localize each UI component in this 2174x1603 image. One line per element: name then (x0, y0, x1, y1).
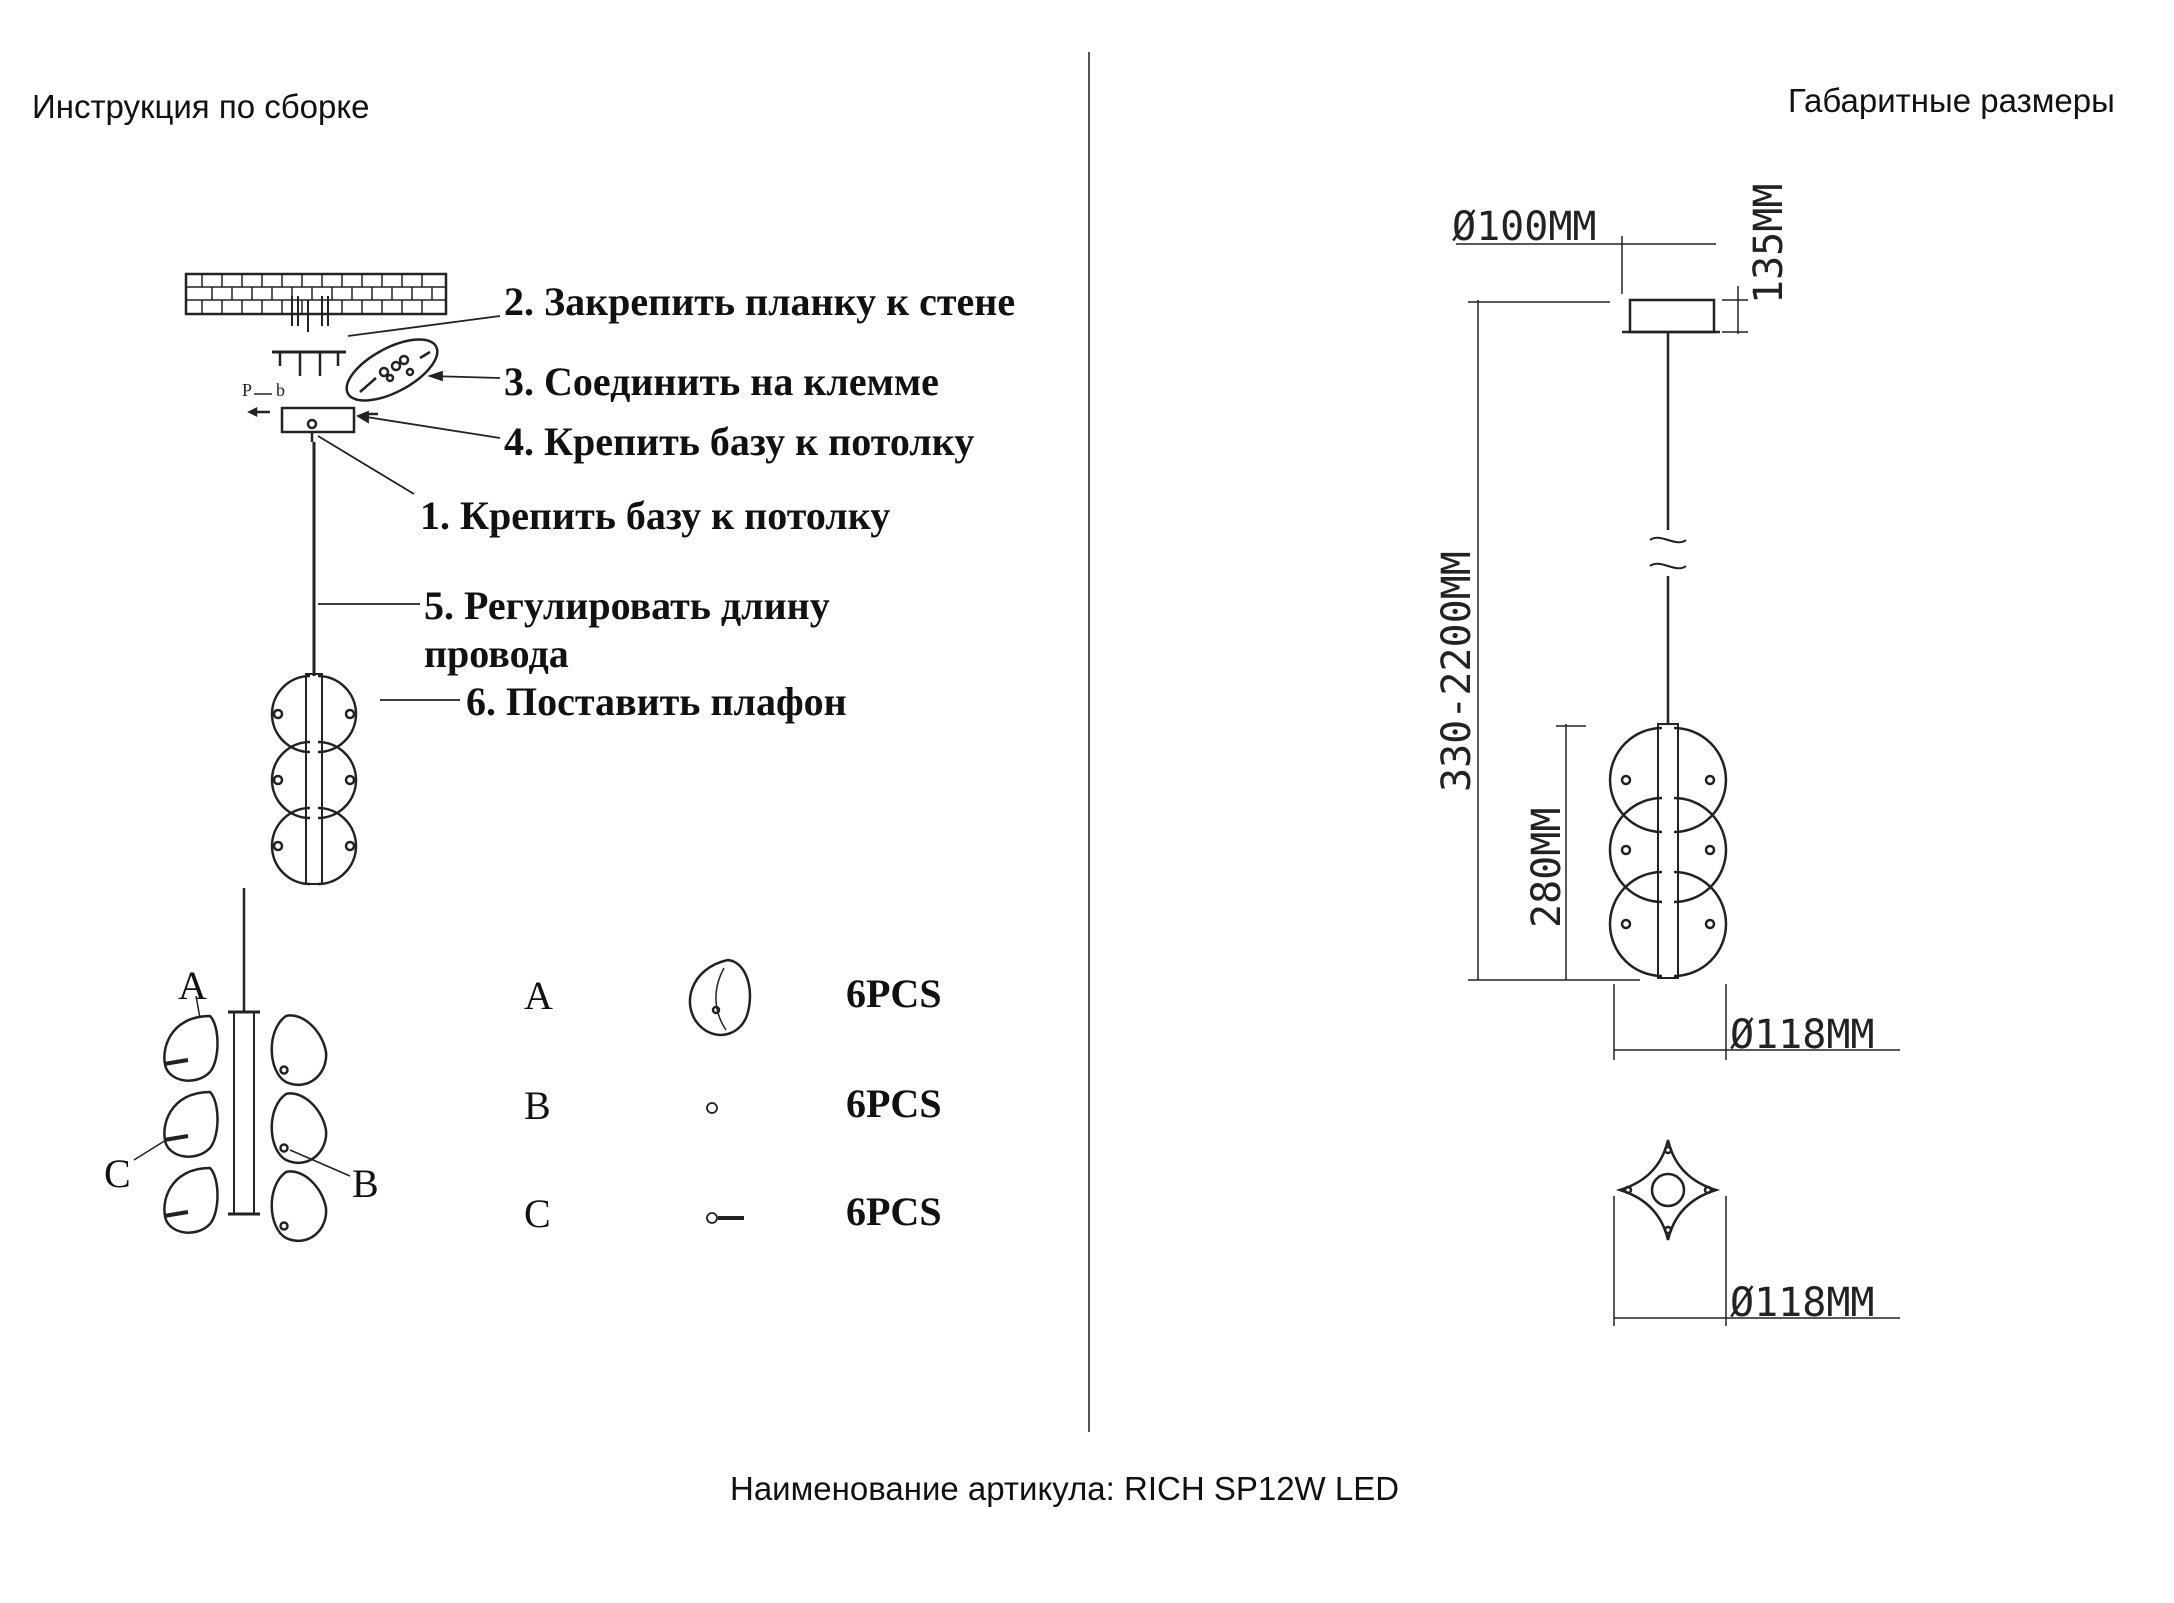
svg-text:P: P (242, 380, 252, 400)
assembly-instructions-title: Инструкция по сборке (32, 88, 370, 125)
callout-b: B (352, 1161, 379, 1206)
article-name: Наименование артикула: RICH SP12W LED (730, 1470, 1400, 1507)
callout-a: A (178, 963, 207, 1008)
step-5-label-cont: провода (424, 631, 569, 676)
canopy-height-label: 135MM (1746, 184, 1792, 304)
screw-icon (291, 296, 329, 332)
dimension-drawing (1456, 236, 1900, 1326)
total-length-label: 330-2200MM (1434, 551, 1480, 792)
shade-height-label: 280MM (1524, 808, 1570, 928)
top-view-diameter-label: Ø118MM (1730, 1280, 1875, 1326)
step-1-label: 1. Крепить базу к потолку (420, 493, 891, 538)
part-b-icon (706, 1102, 718, 1114)
step-2-label: 2. Закрепить планку к стене (504, 279, 1016, 324)
part-a-letter: A (524, 973, 553, 1018)
part-b-qty: 6PCS (846, 1081, 942, 1126)
dimensions-title: Габаритные размеры (1788, 82, 2115, 119)
part-c-qty: 6PCS (846, 1189, 942, 1234)
part-b-letter: B (524, 1083, 551, 1128)
part-a-icon (688, 958, 752, 1037)
pendant-shade-icon (270, 673, 358, 886)
part-c-icon (706, 1212, 744, 1224)
part-a-qty: 6PCS (846, 971, 942, 1016)
canopy-diameter-label: Ø100MM (1452, 204, 1597, 250)
step-6-label: 6. Поставить плафон (466, 679, 847, 724)
svg-text:b: b (276, 380, 285, 400)
step-4-label: 4. Крепить базу к потолку (504, 419, 975, 464)
vertical-divider (1088, 52, 1090, 1432)
callout-c: C (104, 1151, 131, 1196)
terminal-connector-icon (345, 338, 439, 402)
step-5-label: 5. Регулировать длину (424, 583, 830, 628)
leader-lines (317, 315, 501, 701)
shade-diameter-label: Ø118MM (1730, 1012, 1875, 1058)
exploded-view-icon (133, 888, 351, 1243)
step-3-label: 3. Соединить на клемме (504, 359, 939, 404)
ceiling-brick-icon (184, 272, 448, 316)
part-c-letter: C (524, 1191, 551, 1236)
mounting-bracket-icon (272, 350, 346, 376)
canopy-base-icon: P b (242, 380, 378, 442)
